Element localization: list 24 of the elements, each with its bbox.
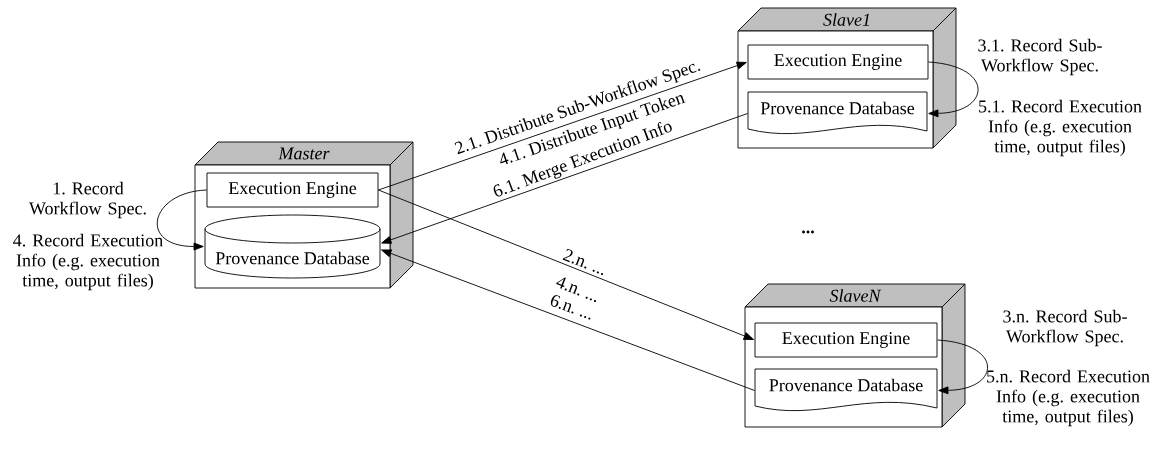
arrow bbox=[937, 339, 988, 395]
annotation-text: 5.n. Record Execution Info (e.g. execution time, output files) bbox=[987, 369, 1150, 427]
annotation-text: 4. Record Execution Info (e.g. execution time, output files) bbox=[13, 233, 163, 291]
database-document: Provenance Database bbox=[747, 91, 928, 134]
edge-label: 2.n. ... bbox=[562, 248, 604, 276]
arrow bbox=[381, 113, 748, 244]
node-label: SlaveN bbox=[829, 289, 882, 302]
node-label: Master bbox=[278, 147, 330, 160]
ellipsis: ... bbox=[802, 230, 814, 234]
arrow bbox=[378, 61, 747, 191]
annotation-text: 3.n. Record Sub-Workflow Spec. bbox=[1003, 309, 1127, 347]
node-label: Slave1 bbox=[823, 13, 870, 26]
database-document: Provenance Database bbox=[754, 368, 938, 411]
arrow bbox=[156, 189, 207, 251]
engine-box: Execution Engine bbox=[747, 44, 929, 80]
engine-box: Execution Engine bbox=[754, 322, 938, 358]
arrow bbox=[928, 61, 979, 118]
database-cylinder: Provenance Database bbox=[204, 214, 381, 279]
annotation-text: 3.1. Record Sub-Workflow Spec. bbox=[978, 38, 1102, 76]
annotation-text: 1. Record Workflow Spec. bbox=[29, 181, 146, 219]
annotation-text: 5.1. Record Execution Info (e.g. execution time, output files) bbox=[979, 99, 1142, 157]
arrow bbox=[381, 249, 755, 391]
engine-box: Execution Engine bbox=[206, 172, 379, 208]
arrow bbox=[378, 189, 754, 340]
